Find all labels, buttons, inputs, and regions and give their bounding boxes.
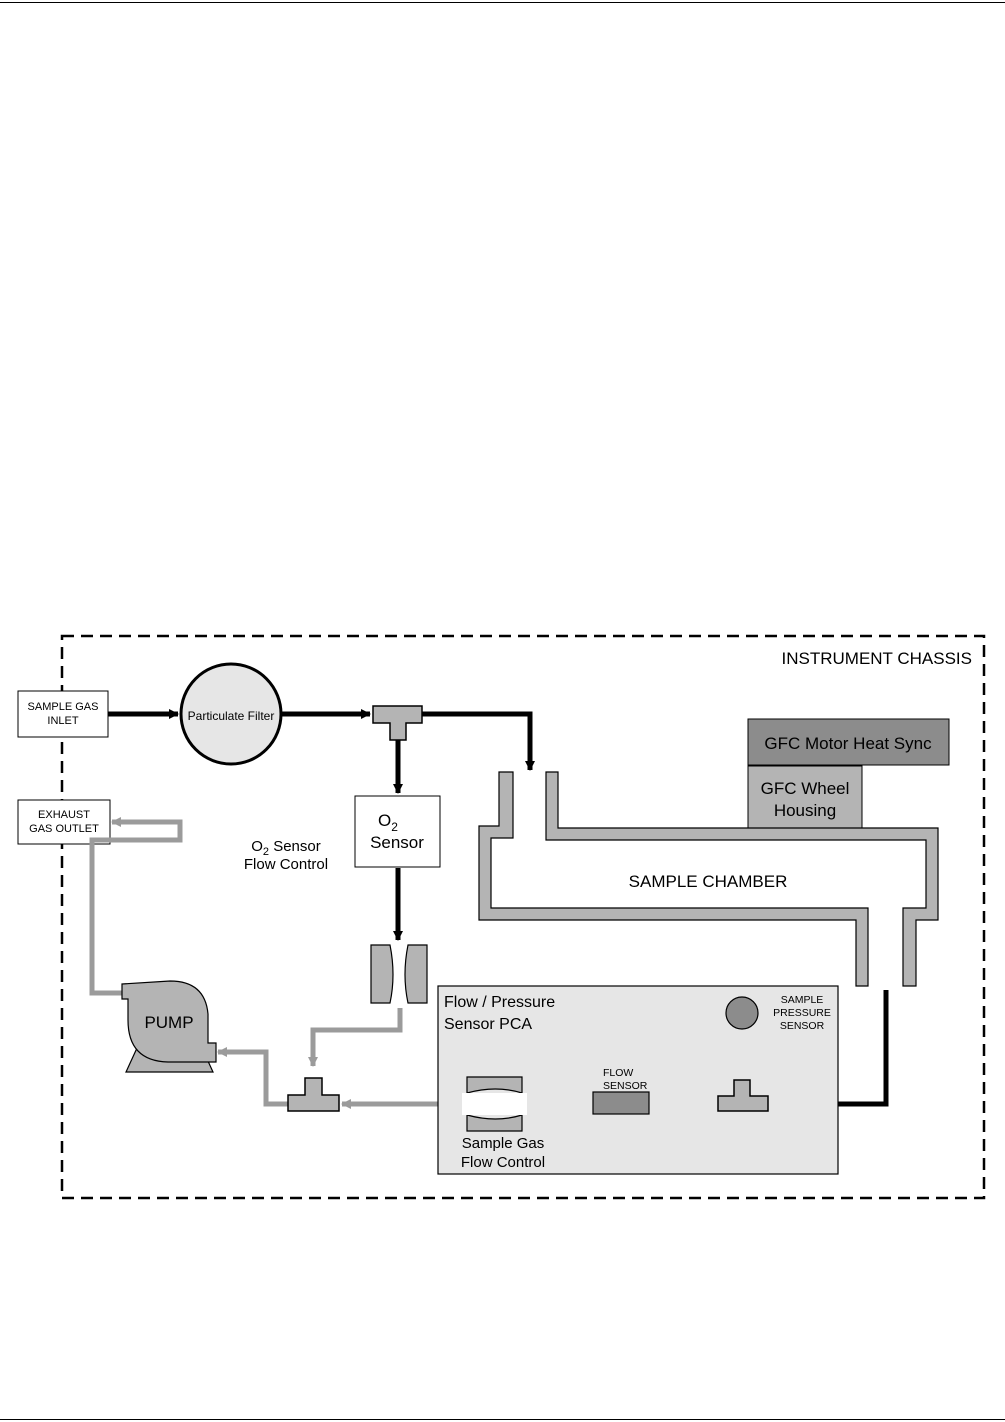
sample-chamber: SAMPLE CHAMBER (478, 771, 939, 987)
sample-gas-inlet: SAMPLE GAS INLET (17, 690, 109, 738)
flow-sensor: FLOW SENSOR (592, 1067, 650, 1115)
svg-text:O2 Sensor: O2 Sensor (251, 838, 321, 858)
svg-text:Flow Control: Flow Control (244, 856, 328, 873)
tee-fitting-bottom (287, 1077, 340, 1112)
gfc-motor-heat-sync: GFC Motor Heat Sync (747, 718, 950, 766)
svg-text:Flow Control: Flow Control (461, 1154, 545, 1171)
svg-text:INLET: INLET (47, 715, 78, 727)
svg-text:SENSOR: SENSOR (603, 1080, 648, 1092)
svg-text:Flow / Pressure: Flow / Pressure (444, 994, 555, 1011)
svg-text:FLOW: FLOW (603, 1067, 633, 1079)
svg-text:GAS OUTLET: GAS OUTLET (29, 823, 99, 835)
o2-sensor-flow-control-label: O2 Sensor Flow Control (244, 838, 328, 873)
gray-flow-lines (89, 817, 460, 1109)
svg-text:PRESSURE: PRESSURE (773, 1007, 831, 1019)
svg-text:Sample Gas: Sample Gas (462, 1135, 545, 1152)
svg-text:SENSOR: SENSOR (780, 1020, 825, 1032)
svg-text:SAMPLE CHAMBER: SAMPLE CHAMBER (629, 872, 788, 891)
particulate-filter: Particulate Filter (179, 662, 283, 766)
sample-gas-flow-control-label: Sample Gas Flow Control (461, 1135, 545, 1171)
svg-text:O2: O2 (378, 811, 398, 834)
svg-text:GFC Motor Heat Sync: GFC Motor Heat Sync (764, 734, 932, 753)
sample-gas-flow-control-orifice (462, 1076, 527, 1132)
sample-pressure-sensor: SAMPLE PRESSURE SENSOR (725, 994, 831, 1032)
svg-text:Particulate Filter: Particulate Filter (188, 709, 275, 723)
tee-fitting-pca (717, 1079, 769, 1112)
svg-text:GFC Wheel: GFC Wheel (761, 779, 850, 798)
svg-text:Housing: Housing (774, 801, 836, 820)
exhaust-gas-outlet: EXHAUST GAS OUTLET (17, 799, 111, 845)
svg-text:PUMP: PUMP (144, 1013, 193, 1032)
pump: PUMP (121, 980, 217, 1073)
svg-text:EXHAUST: EXHAUST (38, 809, 90, 821)
tee-fitting-top (372, 705, 423, 741)
instrument-chassis-label: INSTRUMENT CHASSIS (782, 649, 973, 668)
o2-flow-control-orifice (370, 944, 428, 1004)
bottom-rule (0, 1419, 1005, 1420)
svg-text:SAMPLE GAS: SAMPLE GAS (28, 701, 99, 713)
svg-text:Sensor PCA: Sensor PCA (444, 1016, 532, 1033)
gfc-wheel-housing: GFC Wheel Housing (747, 765, 863, 830)
svg-text:SAMPLE: SAMPLE (781, 994, 824, 1006)
o2-sensor: O2 Sensor (354, 795, 441, 868)
top-rule (0, 2, 1005, 3)
instrument-chassis-border (60, 634, 986, 1200)
svg-text:Sensor: Sensor (370, 833, 424, 852)
